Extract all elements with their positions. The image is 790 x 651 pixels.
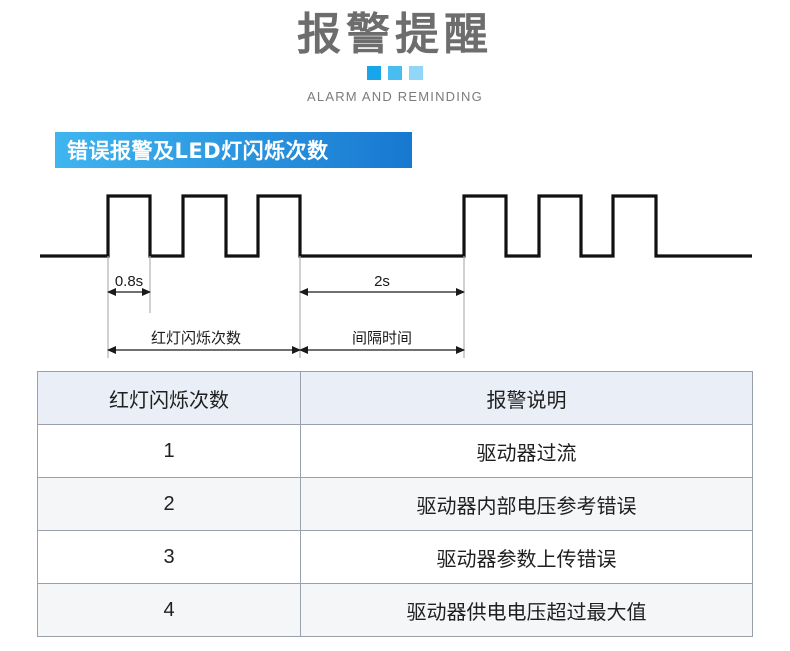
- page-subtitle: ALARM AND REMINDING: [307, 89, 483, 104]
- cell-blink-count: 4: [37, 583, 301, 637]
- dimension-label-interval: 2s: [374, 273, 390, 290]
- table-row: 2 驱动器内部电压参考错误: [37, 477, 753, 531]
- witness-lines: [107, 256, 465, 358]
- dimension-interval: 2s: [299, 273, 465, 296]
- table-header-row: 红灯闪烁次数 报警说明: [37, 371, 753, 425]
- cell-alarm-desc: 驱动器过流: [300, 424, 753, 478]
- cell-alarm-desc: 驱动器内部电压参考错误: [300, 477, 753, 531]
- column-header-blink-count: 红灯闪烁次数: [37, 371, 301, 425]
- cell-blink-count: 1: [37, 424, 301, 478]
- dimension-blink-span: 红灯闪烁次数: [107, 329, 301, 354]
- waveform-diagram: 0.8s 2s 红灯闪烁次数 间隔时间: [0, 178, 790, 363]
- cell-blink-count: 3: [37, 530, 301, 584]
- dimension-pulse-width: 0.8s: [107, 273, 151, 296]
- dimension-label-pulse-width: 0.8s: [115, 273, 143, 290]
- decor-square-2: [388, 66, 402, 80]
- table-row: 4 驱动器供电电压超过最大值: [37, 583, 753, 637]
- cell-alarm-desc: 驱动器供电电压超过最大值: [300, 583, 753, 637]
- table-row: 1 驱动器过流: [37, 424, 753, 478]
- cell-blink-count: 2: [37, 477, 301, 531]
- alarm-table-container: 红灯闪烁次数 报警说明 1 驱动器过流 2 驱动器内部电压参考错误 3 驱动器参…: [37, 371, 753, 637]
- dimension-label-blink-span: 红灯闪烁次数: [151, 329, 241, 347]
- table-row: 3 驱动器参数上传错误: [37, 530, 753, 584]
- section-banner: 错误报警及LED灯闪烁次数: [55, 132, 412, 168]
- page-header: 报警提醒 ALARM AND REMINDING: [0, 0, 790, 118]
- decorative-squares: [0, 66, 790, 80]
- column-header-alarm-desc: 报警说明: [300, 371, 753, 425]
- alarm-table: 红灯闪烁次数 报警说明 1 驱动器过流 2 驱动器内部电压参考错误 3 驱动器参…: [37, 371, 753, 637]
- decor-square-3: [409, 66, 423, 80]
- dimension-interval-span: 间隔时间: [299, 329, 465, 354]
- page-title: 报警提醒: [297, 9, 493, 60]
- dimension-label-interval-span: 间隔时间: [352, 329, 412, 347]
- decor-square-1: [367, 66, 381, 80]
- pulse-train: [40, 194, 752, 258]
- cell-alarm-desc: 驱动器参数上传错误: [300, 530, 753, 584]
- section-banner-label: 错误报警及LED灯闪烁次数: [67, 139, 329, 163]
